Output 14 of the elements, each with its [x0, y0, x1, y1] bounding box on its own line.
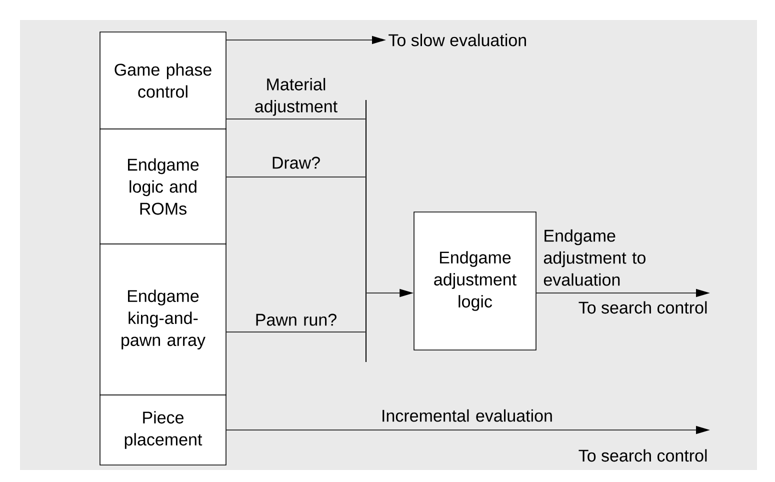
process-box: Endgame adjustment logic	[414, 212, 536, 350]
process-box: Game phase control	[100, 32, 226, 130]
edge-label: Material adjustment	[255, 78, 338, 116]
destination-label: To search control	[578, 301, 707, 314]
signal-line	[226, 118, 366, 120]
process-box: Endgame logic and ROMs	[100, 128, 226, 244]
destination-label: To slow evaluation	[388, 34, 526, 46]
edge-label: Incremental evaluation	[382, 409, 552, 422]
edge-label: Draw?	[272, 156, 320, 169]
destination-label: To search control	[578, 449, 707, 462]
edge-label: Endgame adjustment to evaluation	[544, 229, 646, 286]
process-box: Piece placement	[100, 394, 226, 466]
signal-line	[226, 176, 366, 178]
edge-label: Pawn run?	[256, 314, 336, 326]
